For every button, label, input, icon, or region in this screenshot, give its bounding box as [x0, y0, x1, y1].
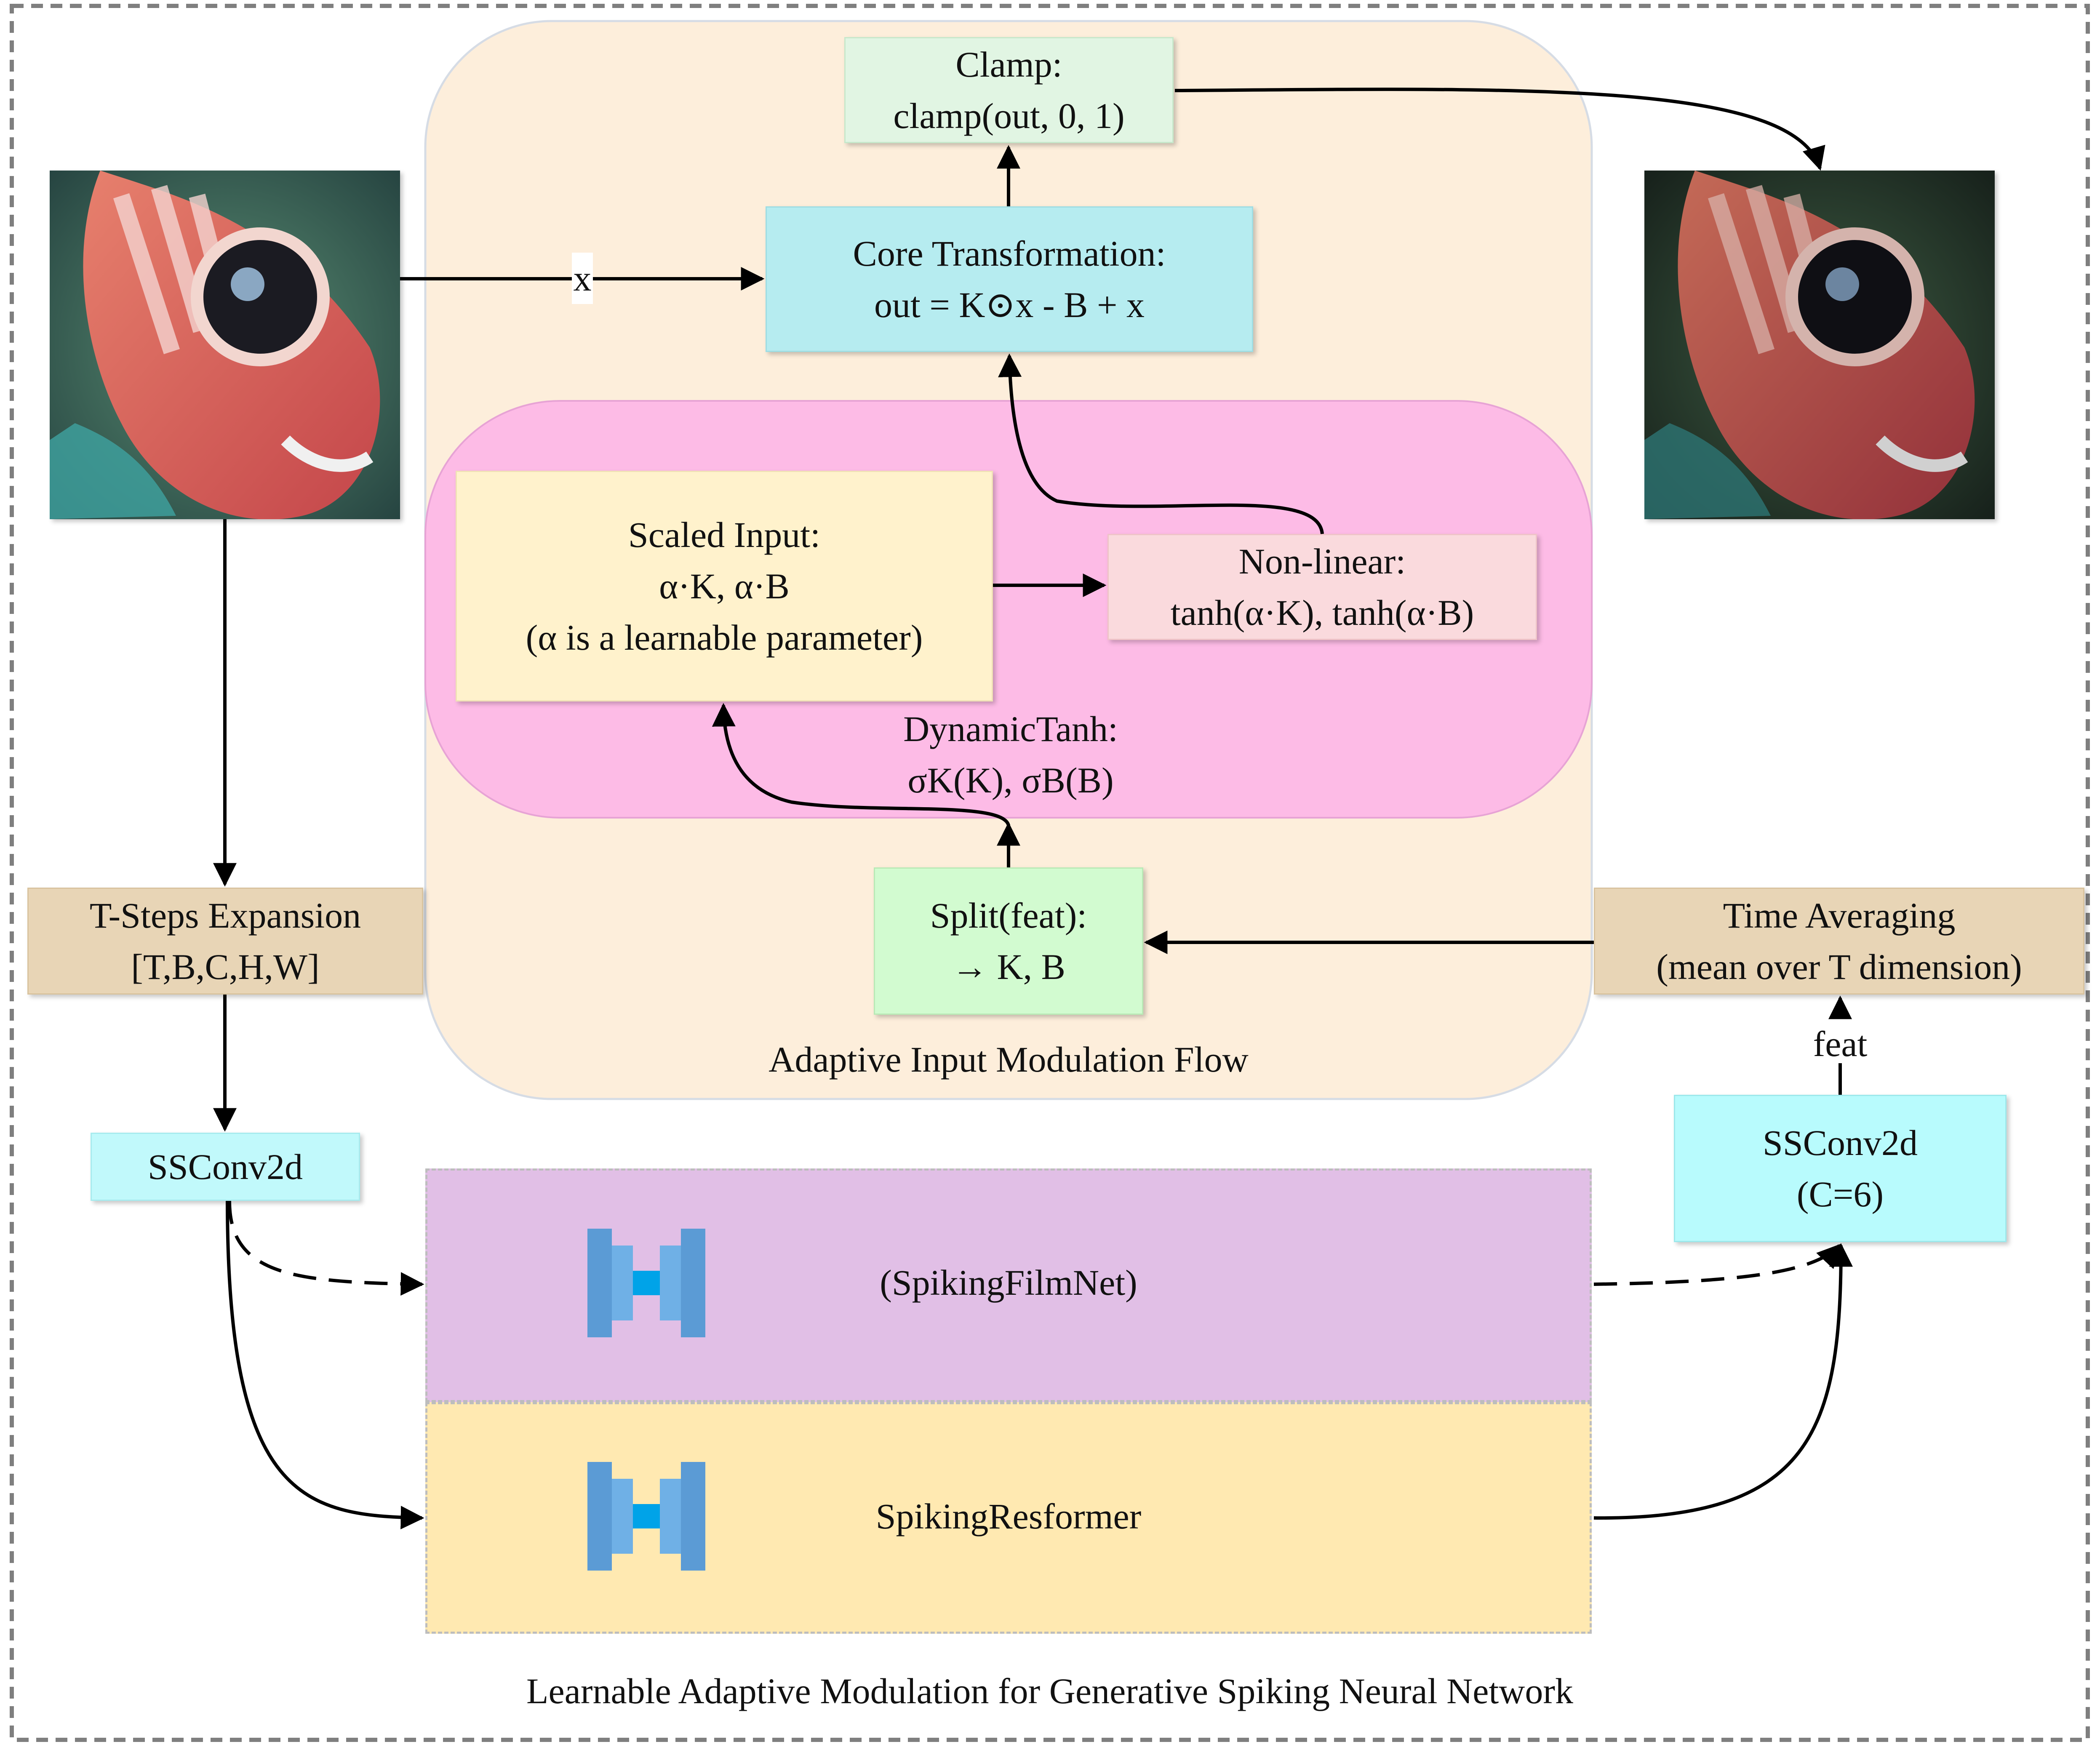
core-title: Core Transformation:: [853, 233, 1166, 274]
x-label: x: [572, 253, 593, 304]
adaptive-flow-caption: Adaptive Input Modulation Flow: [768, 1039, 1249, 1080]
spiking-resformer-label: SpikingResformer: [875, 1496, 1142, 1536]
ssconv2d-right-box: SSConv2d (C=6): [1674, 1095, 2007, 1242]
unet-icon: [587, 1229, 705, 1337]
scaled-input-box: Scaled Input: α·K, α·B (α is a learnable…: [456, 471, 993, 701]
outer-dashed-border: [10, 4, 2090, 1742]
time-averaging-box: Time Averaging (mean over T dimension): [1594, 888, 2084, 995]
ssconv2d-left-box: SSConv2d: [91, 1133, 360, 1201]
ssconv2d-left-label: SSConv2d: [147, 1146, 303, 1187]
scaled-input-expr: α·K, α·B: [659, 565, 790, 606]
core-transformation-box: Core Transformation: out = K⊙x - B + x: [766, 206, 1253, 352]
time-averaging-detail: (mean over T dimension): [1656, 947, 2022, 987]
dynamic-tanh-title: DynamicTanh:: [903, 709, 1118, 749]
feat-label: feat: [1804, 1018, 1876, 1070]
tsteps-expansion-box: T-Steps Expansion [T,B,C,H,W]: [27, 888, 423, 995]
tsteps-shape: [T,B,C,H,W]: [131, 947, 320, 987]
split-expr: → K, B: [952, 947, 1065, 987]
dynamic-tanh-label: DynamicTanh: σK(K), σB(B): [834, 703, 1187, 806]
output-image: [1644, 171, 1995, 519]
tsteps-title: T-Steps Expansion: [89, 895, 361, 936]
dynamic-tanh-expr: σK(K), σB(B): [907, 760, 1114, 801]
ssconv2d-right-title: SSConv2d: [1762, 1122, 1918, 1163]
time-averaging-title: Time Averaging: [1723, 895, 1956, 936]
spiking-filmnet-label: (SpikingFilmNet): [880, 1262, 1137, 1303]
input-image: [50, 171, 400, 519]
nonlinear-expr: tanh(α·K), tanh(α·B): [1170, 592, 1474, 633]
ssconv2d-right-detail: (C=6): [1796, 1174, 1884, 1214]
clamp-expr: clamp(out, 0, 1): [893, 96, 1125, 136]
split-title: Split(feat):: [930, 895, 1087, 936]
clamp-box: Clamp: clamp(out, 0, 1): [844, 37, 1174, 143]
nonlinear-title: Non-linear:: [1238, 541, 1406, 581]
scaled-input-title: Scaled Input:: [628, 514, 821, 555]
clamp-title: Clamp:: [955, 44, 1062, 85]
scaled-input-note: (α is a learnable parameter): [526, 617, 923, 658]
unet-icon: [587, 1462, 705, 1571]
split-box: Split(feat): → K, B: [874, 867, 1143, 1015]
footer-title: Learnable Adaptive Modulation for Genera…: [526, 1671, 1574, 1711]
core-expr: out = K⊙x - B + x: [874, 285, 1145, 325]
nonlinear-box: Non-linear: tanh(α·K), tanh(α·B): [1107, 534, 1537, 640]
